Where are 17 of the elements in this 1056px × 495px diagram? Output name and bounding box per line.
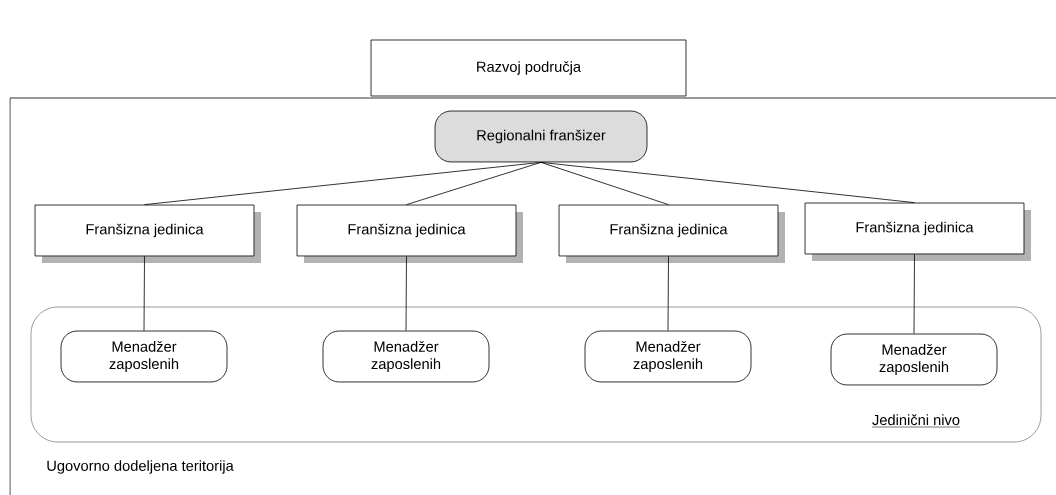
manager-box: Menadžer zaposlenih	[584, 330, 752, 383]
manager-box: Menadžer zaposlenih	[60, 330, 228, 383]
unit-box: Franšizna jedinica	[804, 202, 1031, 261]
connector-line	[667, 255, 669, 331]
connector-line	[540, 161, 669, 206]
connector-line	[406, 161, 542, 206]
connector-line	[405, 255, 407, 331]
connector-line	[913, 253, 915, 334]
connector-line	[143, 255, 145, 331]
franchisor-box: Regionalni franšizer	[434, 110, 648, 163]
manager-box: Menadžer zaposlenih	[322, 330, 490, 383]
unit-box: Franšizna jedinica	[34, 204, 261, 263]
unit-box: Franšizna jedinica	[558, 204, 785, 263]
title-box: Razvoj područja	[370, 39, 687, 97]
unit-box: Franšizna jedinica	[296, 204, 523, 263]
connector-line	[540, 161, 915, 204]
manager-box: Menadžer zaposlenih	[830, 333, 998, 386]
